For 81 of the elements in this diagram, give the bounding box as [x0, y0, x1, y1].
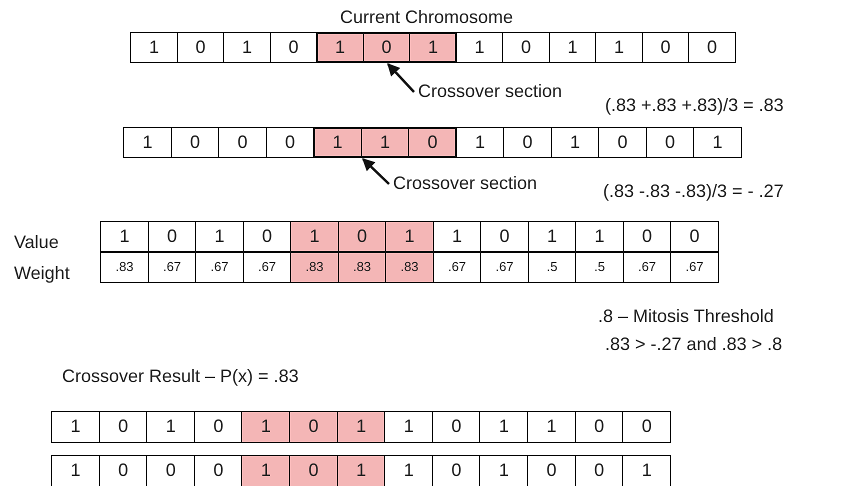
chromosome-bit: 0 — [289, 455, 338, 486]
gene-weight: .67 — [195, 252, 244, 283]
result-heading: Crossover Result – P(x) = .83 — [62, 365, 299, 387]
chromosome-bit: 0 — [266, 127, 314, 158]
gene-weight: .83 — [338, 252, 386, 283]
chromosome-bit: 0 — [503, 127, 552, 158]
crossover-section-outline — [316, 32, 457, 63]
chromosome-bit: 0 — [642, 32, 690, 63]
chromosome-bit: 0 — [502, 32, 550, 63]
chromosome-bit: 0 — [170, 127, 220, 158]
gene-value: 1 — [385, 221, 434, 252]
chromosome-bit: 1 — [223, 32, 271, 63]
gene-value: 1 — [195, 221, 244, 252]
chromosome-bit: 1 — [123, 127, 172, 158]
gene-value: 1 — [528, 221, 576, 252]
chromosome-bit: 0 — [218, 127, 267, 158]
gene-weight: .67 — [480, 252, 529, 283]
gene-weight: .67 — [148, 252, 196, 283]
chromosome-bit: 0 — [176, 32, 224, 63]
gene-weight: .67 — [432, 252, 482, 283]
chromosome-bit: 1 — [595, 32, 643, 63]
chromosome-bit: 1 — [479, 411, 528, 443]
gene-value: 0 — [622, 221, 672, 252]
chromosome-bit: 0 — [622, 411, 672, 443]
chromosome-bit: 1 — [130, 32, 178, 63]
chromosome-bit: 1 — [336, 455, 386, 486]
formula-text: (.83 -.83 -.83)/3 = - .27 — [603, 180, 784, 202]
chromosome-bit: 1 — [527, 411, 576, 443]
chromosome-bit: 1 — [51, 411, 100, 443]
chart-title: Current Chromosome — [340, 6, 514, 28]
gene-weight: .67 — [242, 252, 292, 283]
chromosome-bit: 1 — [51, 455, 100, 486]
chromosome-bit: 1 — [241, 455, 290, 486]
gene-weight: .5 — [575, 252, 624, 283]
chromosome-bit: 1 — [336, 411, 386, 443]
chromosome-bit: 0 — [98, 411, 148, 443]
chromosome-bit: 0 — [289, 411, 338, 443]
chromosome-bit: 1 — [550, 127, 600, 158]
chromosome-bit: 0 — [598, 127, 647, 158]
chromosome-bit: 1 — [622, 455, 672, 486]
gene-weight: .67 — [670, 252, 719, 283]
gene-weight: .67 — [622, 252, 672, 283]
chromosome-bit: 1 — [693, 127, 742, 158]
gene-weight: .83 — [385, 252, 434, 283]
callout-text: Crossover section — [418, 80, 562, 102]
chromosome-bit: 0 — [432, 411, 481, 443]
gene-value: 0 — [480, 221, 529, 252]
chromosome-bit: 0 — [270, 32, 318, 63]
gene-value: 1 — [432, 221, 482, 252]
comparison-note: .83 > -.27 and .83 > .8 — [605, 333, 782, 355]
gene-weight: .5 — [528, 252, 576, 283]
chromosome-bit: 0 — [688, 32, 736, 63]
chromosome-bit: 0 — [646, 127, 694, 158]
gene-value: 0 — [242, 221, 292, 252]
row-heading: Weight — [14, 262, 70, 284]
chromosome-bit: 1 — [384, 455, 434, 486]
chromosome-bit: 1 — [456, 127, 504, 158]
pointer-arrow — [362, 158, 390, 185]
row-heading: Value — [14, 231, 59, 253]
chromosome-bit: 1 — [146, 411, 196, 443]
callout-text: Crossover section — [393, 172, 538, 194]
gene-value: 1 — [290, 221, 339, 252]
chromosome-bit: 0 — [146, 455, 196, 486]
pointer-arrow — [387, 63, 415, 93]
formula-text: (.83 +.83 +.83)/3 = .83 — [605, 94, 784, 116]
chromosome-bit: 1 — [479, 455, 528, 486]
crossover-section-outline — [313, 127, 457, 158]
chromosome-bit: 0 — [194, 411, 243, 443]
chromosome-bit: 1 — [456, 32, 504, 63]
chromosome-bit: 1 — [384, 411, 434, 443]
gene-value: 0 — [670, 221, 719, 252]
gene-weight: .83 — [100, 252, 149, 283]
gene-value: 1 — [100, 221, 149, 252]
chromosome-bit: 0 — [574, 411, 624, 443]
chromosome-bit: 1 — [548, 32, 596, 63]
gene-value: 0 — [338, 221, 386, 252]
gene-value: 0 — [148, 221, 196, 252]
chromosome-bit: 1 — [241, 411, 290, 443]
gene-weight: .83 — [290, 252, 339, 283]
threshold-note: .8 – Mitosis Threshold — [598, 305, 774, 327]
gene-value: 1 — [575, 221, 624, 252]
